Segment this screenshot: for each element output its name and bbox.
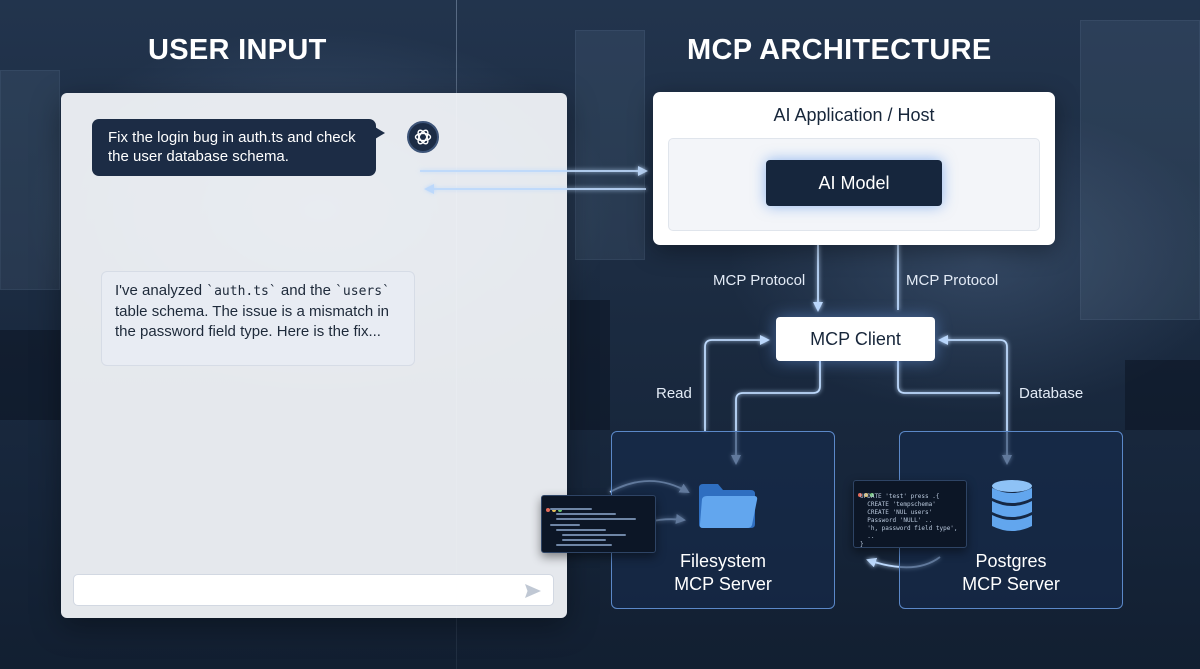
postgres-server-type: MCP Server <box>962 574 1060 594</box>
filesystem-server-name: Filesystem <box>679 551 766 571</box>
filesystem-server-type: MCP Server <box>674 574 772 594</box>
assistant-text-part: and the <box>276 282 336 299</box>
assistant-message-bubble: I've analyzed `auth.ts` and the `users` … <box>101 271 415 366</box>
user-message-bubble: Fix the login bug in auth.ts and check t… <box>92 119 385 176</box>
host-title: AI Application / Host <box>773 105 935 125</box>
protocol-label-left: MCP Protocol <box>713 272 806 289</box>
background-window <box>1080 20 1200 320</box>
background-desk <box>1125 360 1200 430</box>
mcp-client-box: MCP Client <box>776 317 935 361</box>
arrow-client-to-pg <box>942 339 1012 465</box>
user-input-heading: USER INPUT <box>148 34 327 66</box>
arrow-fs-to-client <box>704 335 770 431</box>
database-icon <box>992 480 1032 531</box>
assistant-code-table: `users` <box>335 284 390 299</box>
code-line <box>556 544 612 546</box>
arrow-pg-to-client <box>897 361 1000 394</box>
folder-icon <box>699 484 758 528</box>
ai-application-host: AI Application / Host AI Model <box>653 92 1055 245</box>
read-label: Read <box>656 385 692 402</box>
assistant-avatar <box>407 121 439 153</box>
code-line <box>556 518 636 520</box>
protocol-label-right: MCP Protocol <box>906 272 999 289</box>
background-desk <box>0 330 60 420</box>
send-icon <box>525 584 541 598</box>
user-message-text: Fix the login bug in auth.ts and check t… <box>108 129 356 165</box>
window-dots <box>546 499 564 517</box>
assistant-text-part: table schema. The issue is a mismatch in… <box>115 303 390 340</box>
postgres-server-label: Postgres MCP Server <box>900 550 1122 596</box>
mcp-architecture-heading: MCP ARCHITECTURE <box>687 34 992 66</box>
background-window <box>575 30 645 260</box>
assistant-code-file: `auth.ts` <box>206 284 277 299</box>
arrow-client-to-fs <box>731 361 821 465</box>
code-line <box>562 539 606 541</box>
chat-input[interactable] <box>73 574 554 606</box>
postgres-code-preview: UPDATE 'test' press .{ CREATE 'tempschem… <box>853 480 967 548</box>
send-button[interactable] <box>523 581 543 601</box>
background-window <box>0 70 60 290</box>
postgres-code-text: UPDATE 'test' press .{ CREATE 'tempschem… <box>860 493 958 548</box>
ai-model-box: AI Model <box>766 160 942 206</box>
chat-panel: Fix the login bug in auth.ts and check t… <box>61 93 567 618</box>
postgres-server-name: Postgres <box>975 551 1047 571</box>
filesystem-server-label: Filesystem MCP Server <box>612 550 834 596</box>
background-desk <box>570 300 610 430</box>
code-line <box>550 508 592 510</box>
filesystem-code-preview <box>541 495 656 553</box>
code-line <box>556 513 616 515</box>
code-line <box>562 534 626 536</box>
code-line <box>550 524 580 526</box>
assistant-logo-icon <box>414 129 432 145</box>
window-dots <box>858 484 876 502</box>
assistant-text-part: I've analyzed <box>115 282 207 299</box>
code-line <box>556 529 606 531</box>
database-label: Database <box>1019 385 1084 402</box>
